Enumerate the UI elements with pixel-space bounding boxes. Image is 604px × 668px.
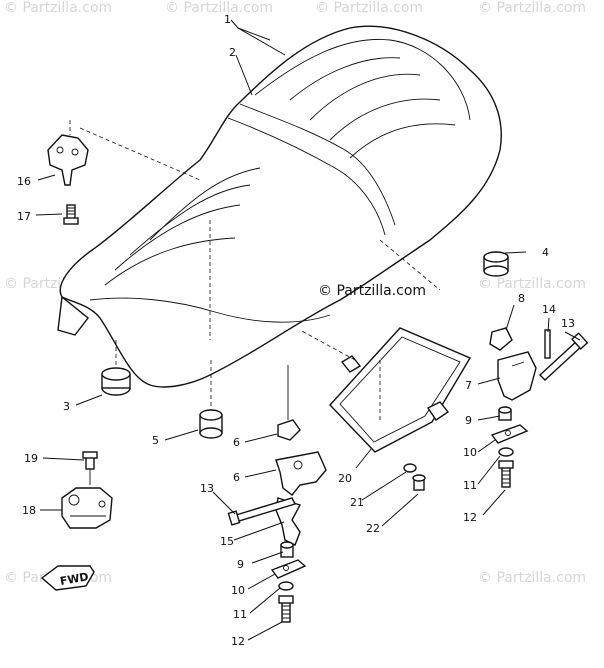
callout-1: 1 — [224, 13, 231, 26]
callout-21: 21 — [350, 496, 364, 509]
callout-labels: 1 2 3 4 5 6 6 7 8 9 9 10 10 11 11 12 12 … — [17, 13, 575, 648]
callout-9-left: 9 — [237, 558, 244, 571]
callout-20: 20 — [338, 472, 352, 485]
watermark-mid-right: © Partzilla.com — [478, 276, 586, 292]
callout-9-right: 9 — [465, 414, 472, 427]
callout-4: 4 — [542, 246, 549, 259]
callout-12-left: 12 — [231, 635, 245, 648]
callout-8: 8 — [518, 292, 525, 305]
callout-14: 14 — [542, 303, 556, 316]
left-bracket-group — [275, 365, 327, 546]
callout-10-right: 10 — [463, 446, 477, 459]
callout-22: 22 — [366, 522, 380, 535]
callout-2: 2 — [229, 46, 236, 59]
callout-7: 7 — [465, 379, 472, 392]
callout-6-lower: 6 — [233, 471, 240, 484]
left-fastener-stack — [270, 541, 307, 623]
callout-18: 18 — [22, 504, 36, 517]
right-fastener-stack — [490, 406, 529, 488]
damper-3 — [101, 340, 131, 396]
seat-lock-18 — [61, 487, 113, 529]
watermark-top-center: © Partzilla.com — [165, 0, 273, 16]
watermark-top-left: © Partzilla.com — [4, 0, 112, 16]
central-watermark: © Partzilla.com — [318, 283, 426, 299]
watermark-bottom-right: © Partzilla.com — [478, 570, 586, 586]
callout-6-upper: 6 — [233, 436, 240, 449]
damper-5 — [199, 360, 223, 439]
callout-16: 16 — [17, 175, 31, 188]
callout-10-left: 10 — [231, 584, 245, 597]
central-watermark-text: © Partzilla.com — [318, 283, 426, 299]
tray-20 — [299, 327, 472, 453]
callout-19: 19 — [24, 452, 38, 465]
callout-12-right: 12 — [463, 511, 477, 524]
right-bracket-group — [489, 327, 589, 401]
callout-5: 5 — [152, 434, 159, 447]
watermark-top-right: © Partzilla.com — [315, 0, 423, 16]
watermark-top-far-right: © Partzilla.com — [478, 0, 586, 16]
callout-11-left: 11 — [233, 608, 247, 621]
forward-direction-arrow: FWD — [40, 565, 95, 591]
leader-lines — [35, 19, 581, 641]
damper-4 — [483, 251, 509, 277]
callout-11-right: 11 — [463, 479, 477, 492]
callout-3: 3 — [63, 400, 70, 413]
callout-13-left: 13 — [200, 482, 214, 495]
seat-assembly — [57, 25, 502, 388]
bolt-19 — [82, 451, 98, 485]
callout-15: 15 — [220, 535, 234, 548]
hinge-bracket-16 — [47, 120, 201, 186]
callout-17: 17 — [17, 210, 31, 223]
fwd-label: FWD — [59, 570, 90, 588]
callout-13-right: 13 — [561, 317, 575, 330]
fasteners-21-22 — [403, 463, 426, 491]
bolt-17 — [63, 204, 79, 225]
bolt-13-left — [227, 497, 296, 526]
